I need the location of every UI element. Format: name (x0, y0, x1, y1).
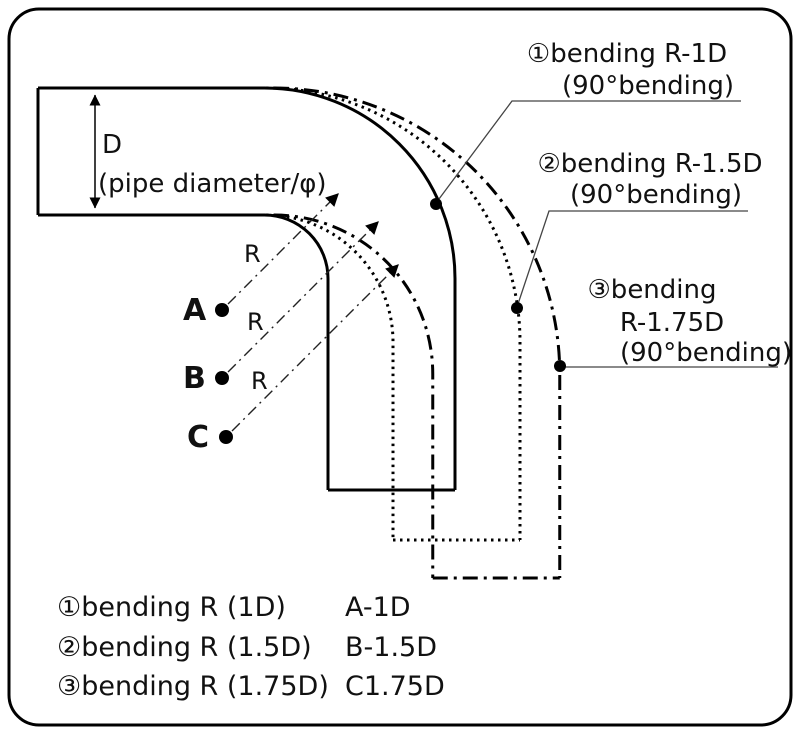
pipe-r15d-inner-wall (265, 213, 395, 540)
callout-2-line-2: (90°bending) (570, 180, 742, 210)
pipe-r175d-outer-wall (273, 86, 562, 578)
diameter-sublabel: (pipe diameter/φ) (98, 169, 327, 199)
radius-label-b: R (247, 308, 264, 336)
callout-1-leader (435, 100, 741, 204)
legend-label-3: ③bending R (1.75D) (57, 671, 329, 702)
callout-3-line-3: (90°bending) (620, 338, 792, 368)
legend-value-2: B-1.5D (345, 632, 437, 663)
radius-arrow-c (231, 264, 399, 432)
legend-value-3: C1.75D (345, 671, 445, 702)
callout-3-dot (554, 360, 566, 372)
point-a-label: A (183, 293, 207, 328)
radius-arrow-a (227, 193, 339, 305)
radius-label-c: R (251, 367, 268, 395)
point-a-dot (215, 303, 229, 317)
point-b-label: B (183, 361, 206, 396)
point-c-dot (219, 430, 233, 444)
pipe-r1d-inner-wall (38, 213, 330, 490)
callout-3-line-1: ③bending (588, 275, 717, 305)
diagram-border (7, 7, 793, 727)
pipe-r175d-inner-wall (273, 213, 435, 578)
callout-2-leader (516, 210, 748, 308)
legend-value-1: A-1D (345, 592, 411, 623)
callout-1-line-2: (90°bending) (562, 71, 734, 101)
callout-1-dot (430, 198, 442, 210)
legend-label-1: ①bending R (1D) (57, 592, 286, 623)
callout-3-line-2: R-1.75D (620, 308, 724, 338)
point-b-dot (215, 371, 229, 385)
legend-label-2: ②bending R (1.5D) (57, 632, 312, 663)
callout-1-line-1: ①bending R-1D (527, 39, 727, 69)
callout-2-line-1: ②bending R-1.5D (537, 149, 762, 179)
diameter-label: D (102, 130, 122, 160)
point-c-label: C (187, 420, 209, 455)
pipe-r15d-outer-wall (265, 86, 522, 540)
pipe-r1d-outer-wall (38, 86, 457, 490)
radius-label-a: R (244, 240, 261, 268)
callout-2-dot (511, 302, 523, 314)
